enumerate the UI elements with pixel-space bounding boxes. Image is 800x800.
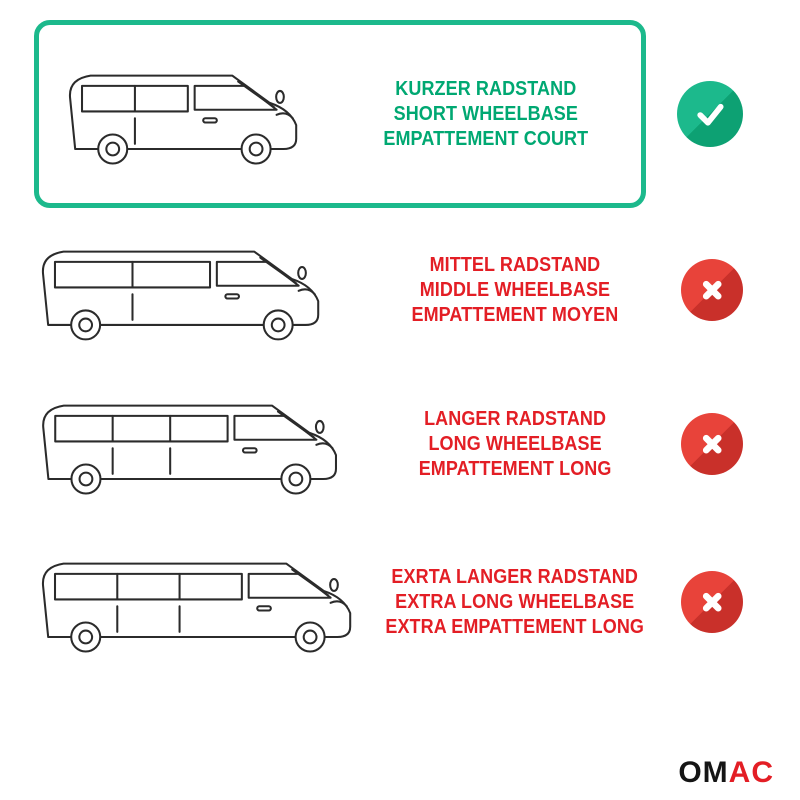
status-column [650,259,800,321]
label-line-de: KURZER RADSTAND [395,77,577,100]
van-column [0,380,380,508]
label-line-en: LONG WHEELBASE [428,432,602,455]
van-illustration-long-wheelbase [26,380,349,508]
label-line-en: MIDDLE WHEELBASE [419,278,611,301]
van-illustration-middle-wheelbase [26,226,331,354]
label-column: MITTEL RADSTAND MIDDLE WHEELBASE EMPATTE… [380,253,650,328]
option-label-long: LANGER RADSTAND LONG WHEELBASE EMPATTEME… [419,407,612,482]
option-row-long-wheelbase: LANGER RADSTAND LONG WHEELBASE EMPATTEME… [0,380,800,508]
cross-icon [681,259,743,321]
label-line-en: EXTRA LONG WHEELBASE [395,590,635,613]
label-line-fr: EMPATTEMENT LONG [418,457,612,480]
option-row-extra-long-wheelbase: EXRTA LANGER RADSTAND EXTRA LONG WHEELBA… [0,536,800,668]
label-line-fr: EMPATTEMENT MOYEN [411,303,619,326]
van-column [39,50,331,178]
logo-text-accent: AC [728,756,774,789]
van-illustration-extra-long-wheelbase [26,538,363,666]
logo-text-primary: OM [678,756,729,789]
option-row-middle-wheelbase: MITTEL RADSTAND MIDDLE WHEELBASE EMPATTE… [0,226,800,354]
selected-option-outline: KURZER RADSTAND SHORT WHEELBASE EMPATTEM… [34,20,646,208]
label-line-fr: EMPATTEMENT COURT [383,127,589,150]
label-line-fr: EXTRA EMPATTEMENT LONG [385,615,645,638]
label-line-de: LANGER RADSTAND [423,407,606,430]
status-column [650,571,800,633]
label-line-de: EXRTA LANGER RADSTAND [391,565,639,588]
check-icon [677,81,743,147]
option-label-middle: MITTEL RADSTAND MIDDLE WHEELBASE EMPATTE… [412,253,619,328]
option-row-short-wheelbase: KURZER RADSTAND SHORT WHEELBASE EMPATTEM… [0,20,800,208]
status-column [646,81,800,147]
label-column: LANGER RADSTAND LONG WHEELBASE EMPATTEME… [380,407,650,482]
van-illustration-short-wheelbase [53,50,309,178]
option-label-short: KURZER RADSTAND SHORT WHEELBASE EMPATTEM… [384,77,589,152]
van-column [0,226,380,354]
label-line-en: SHORT WHEELBASE [393,102,579,125]
label-column: KURZER RADSTAND SHORT WHEELBASE EMPATTEM… [331,77,641,152]
status-column [650,413,800,475]
van-column [0,538,380,666]
label-line-de: MITTEL RADSTAND [429,253,601,276]
option-label-extra-long: EXRTA LANGER RADSTAND EXTRA LONG WHEELBA… [386,565,645,640]
omac-logo: OMAC [678,758,774,788]
cross-icon [681,571,743,633]
cross-icon [681,413,743,475]
label-column: EXRTA LANGER RADSTAND EXTRA LONG WHEELBA… [380,565,650,640]
